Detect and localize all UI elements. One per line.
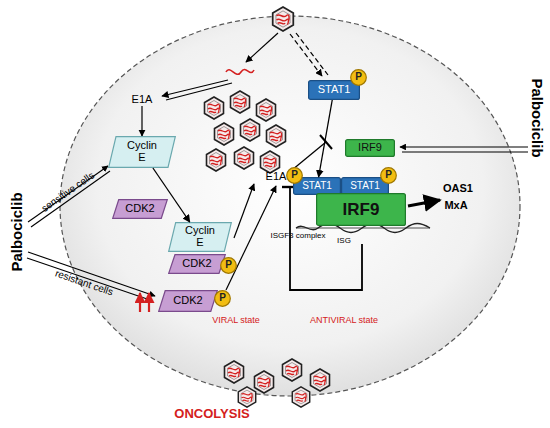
cyclin-box-fill: [109, 137, 176, 168]
cyclin-box: Cyclin E: [168, 222, 232, 252]
phospho-mark: P: [220, 257, 237, 274]
virus-particle: [207, 149, 226, 171]
node-text: P: [291, 170, 298, 181]
virus-particle: [311, 369, 330, 391]
replication-arrow: [226, 186, 276, 290]
phospho-mark-fill: [381, 168, 397, 184]
phospho-mark: P: [214, 290, 231, 307]
drug-arrow: [402, 151, 528, 152]
virus-particle: [235, 147, 254, 169]
node-text: STAT1: [318, 84, 351, 96]
connector-arrow: [319, 100, 333, 177]
replication-arrow: [234, 184, 254, 238]
protein-box: IRF9: [345, 139, 395, 157]
phospho-mark: P: [286, 167, 303, 184]
gene-label: MxA: [444, 200, 467, 211]
dna-strand: [296, 228, 430, 229]
gene-label: ISG: [337, 237, 351, 245]
drug-label: Palbociclib: [9, 192, 24, 271]
kinase-box: CDK2: [112, 199, 168, 219]
node-text: Cyclin E: [122, 140, 162, 163]
virus-particle: [215, 123, 234, 145]
kinase-box: CDK2: [168, 254, 226, 274]
expression-arrow: [162, 80, 228, 96]
upregulation-arrow: [139, 293, 141, 312]
phospho-mark-fill: [221, 258, 237, 274]
node-text: IRF9: [358, 142, 382, 154]
inhibition-bar: [320, 135, 332, 149]
cyclin-box-fill: [169, 223, 232, 252]
transcription-arrow: [408, 200, 440, 206]
kinase-box: CDK2: [158, 290, 218, 312]
virus-particle: [283, 359, 302, 381]
expression-arrow: [166, 83, 232, 100]
phospho-mark: P: [380, 167, 397, 184]
node-text: P: [385, 170, 392, 181]
state-label: VIRAL state: [212, 316, 260, 325]
phospho-mark-fill: [351, 70, 367, 86]
node-text: P: [355, 72, 362, 83]
node-text: Cyclin E: [180, 225, 220, 248]
phospho-mark: P: [350, 69, 367, 86]
drug-arrow: [28, 166, 108, 222]
viral-genome: [226, 69, 254, 74]
drug-arrow: [400, 146, 528, 147]
kinase-box-fill: [113, 200, 168, 219]
kinase-box-fill: [169, 255, 226, 274]
virus-particle: [238, 387, 255, 407]
virus-particle: [255, 371, 274, 393]
entry-arrow: [246, 33, 278, 62]
virus-particle: [267, 125, 286, 147]
phospho-mark-fill: [287, 168, 303, 184]
connector-arrow: [153, 168, 190, 222]
cyclin-box: Cyclin E: [108, 136, 176, 168]
protein-box-fill: [342, 178, 389, 195]
gene-label: E1A: [132, 94, 153, 105]
virus-particle: [292, 387, 309, 407]
signaling-arrow: [290, 34, 322, 76]
virus-particle: [257, 99, 276, 121]
protein-box-fill: [317, 194, 406, 226]
node-text: P: [225, 260, 232, 271]
node-text: P: [219, 293, 226, 304]
phospho-mark-fill: [215, 291, 231, 307]
virus-particle: [205, 97, 224, 119]
state-label: ANTIVIRAL state: [310, 316, 378, 325]
virus-particle: [231, 91, 250, 113]
kinase-box-fill: [159, 291, 218, 312]
upregulation-arrow: [148, 293, 150, 312]
virus-particle: [273, 7, 294, 31]
inhibition-line: [292, 142, 326, 170]
drug-arrow: [27, 258, 153, 301]
node-text: CDK2: [173, 295, 202, 307]
virus-particle: [241, 119, 260, 141]
virus-particle: [225, 361, 244, 383]
cell-membrane: [60, 16, 520, 396]
protein-box: IRF9: [316, 193, 406, 226]
drug-label: Palbociclib: [530, 78, 545, 157]
node-text: CDK2: [182, 258, 211, 270]
protein-box-fill: [346, 140, 395, 157]
drug-arrow: [31, 171, 110, 227]
gene-label: OAS1: [443, 183, 473, 194]
node-text: CDK2: [125, 203, 154, 215]
complex-label: ISGF3 complex: [270, 232, 325, 240]
gene-label: E1A: [266, 171, 287, 182]
outcome-label: ONCOLYSIS: [174, 407, 249, 420]
signaling-arrow: [296, 33, 328, 75]
activation-arrow: [141, 106, 142, 136]
node-text: STAT1: [302, 181, 332, 192]
node-text: IRF9: [343, 201, 380, 219]
protein-box-fill: [309, 81, 360, 100]
node-text: STAT1: [350, 181, 380, 192]
